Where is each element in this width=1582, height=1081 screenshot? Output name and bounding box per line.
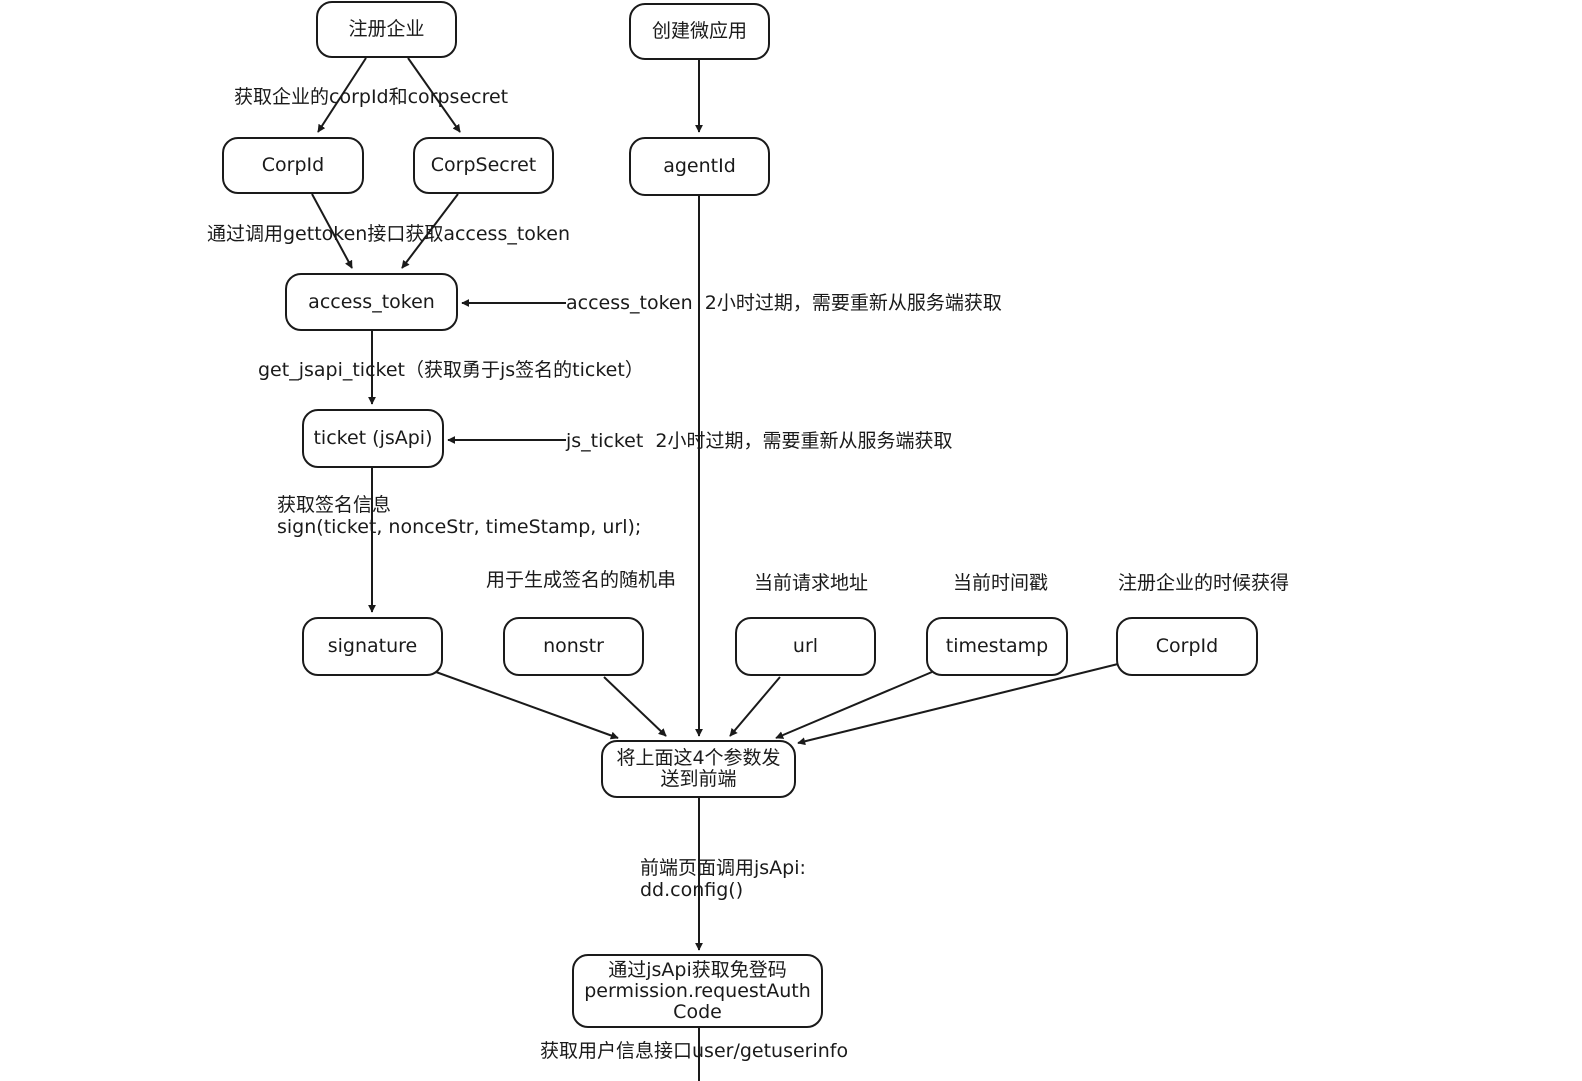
node-register-corp: 注册企业 — [316, 1, 457, 58]
label-corpid-desc: 注册企业的时候获得 — [1118, 572, 1290, 594]
label-timestamp-desc: 当前时间戳 — [953, 572, 1049, 594]
edge-corpid-to-send — [797, 663, 1119, 746]
node-url: url — [735, 617, 876, 676]
label-get-corpid-secret: 获取企业的corpId和corpsecret — [234, 86, 509, 108]
label-js-ticket-expire: js_ticket 2小时过期，需要重新从服务端获取 — [566, 430, 953, 452]
label-get-sign-info: 获取签名信息 sign(ticket, nonceStr, timeStamp,… — [277, 494, 642, 538]
edge-register-to-corpid — [317, 57, 367, 133]
edge-nonstr-to-send — [603, 676, 667, 737]
node-signature: signature — [302, 617, 443, 676]
node-request-auth: 通过jsApi获取免登码 permission.requestAuth Code — [572, 954, 823, 1028]
label-get-jsapi-ticket: get_jsapi_ticket（获取勇于js签名的ticket） — [258, 359, 644, 381]
label-gettoken: 通过调用gettoken接口获取access_token — [207, 223, 570, 245]
node-ticket: ticket (jsApi) — [302, 409, 444, 468]
node-timestamp: timestamp — [926, 617, 1068, 676]
label-nonce-desc: 用于生成签名的随机串 — [486, 569, 677, 591]
node-nonstr: nonstr — [503, 617, 644, 676]
edge-corpid-to-accesstoken — [311, 193, 353, 269]
node-create-app: 创建微应用 — [629, 3, 770, 60]
label-access-token-expire: access_token 2小时过期，需要重新从服务端获取 — [566, 292, 1002, 314]
node-agentid: agentId — [629, 137, 770, 196]
node-corpid-bottom: CorpId — [1116, 617, 1258, 676]
edge-timestamp-to-send — [775, 671, 933, 739]
edge-url-to-send — [729, 676, 781, 737]
edge-register-to-corpsecret — [407, 57, 461, 133]
label-url-desc: 当前请求地址 — [754, 572, 869, 594]
edge-signature-to-send — [435, 671, 619, 740]
node-access-token: access_token — [285, 273, 458, 331]
label-get-userinfo: 获取用户信息接口user/getuserinfo — [540, 1040, 849, 1062]
node-corpsecret: CorpSecret — [413, 137, 554, 194]
node-send-frontend: 将上面这4个参数发 送到前端 — [601, 740, 796, 798]
label-frontend-call: 前端页面调用jsApi: dd.config() — [640, 857, 806, 901]
node-corpid-top: CorpId — [222, 137, 364, 194]
edge-corpsecret-to-accesstoken — [401, 193, 459, 269]
